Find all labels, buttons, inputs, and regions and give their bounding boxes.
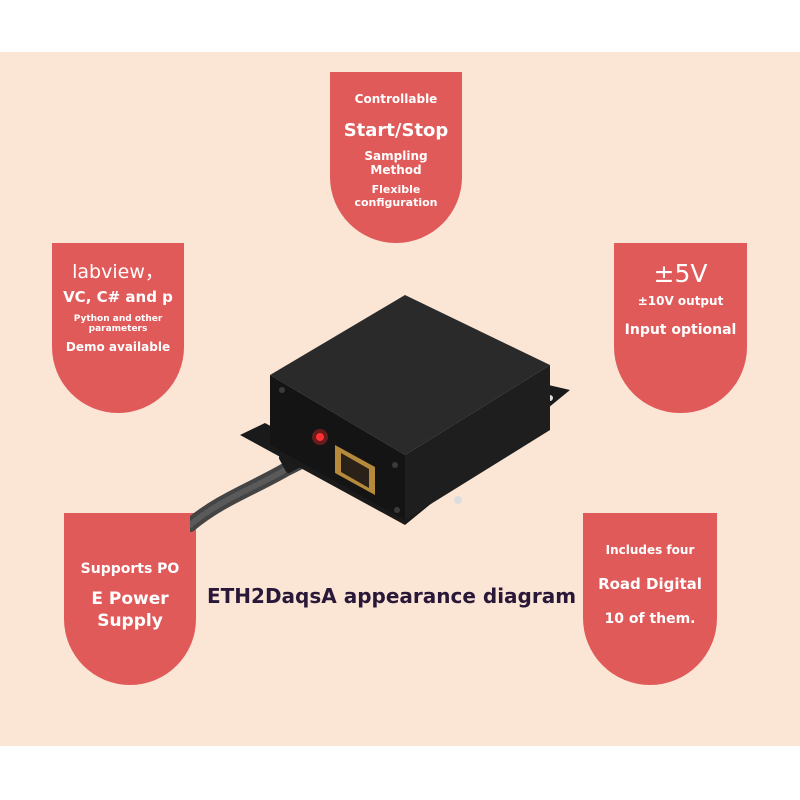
badge-line: Start/Stop xyxy=(343,120,449,141)
badge-line: ±5V xyxy=(653,259,708,288)
badge-line: Includes four xyxy=(605,543,695,557)
badge-line: configuration xyxy=(354,196,438,209)
daq-device-image xyxy=(183,295,580,559)
badge-line: 10 of them. xyxy=(604,611,696,627)
badge-software-support: labview， VC, C# and p Python and other p… xyxy=(52,243,184,413)
badge-voltage-range: ±5V ±10V output Input optional xyxy=(614,243,747,413)
badge-line: Sampling xyxy=(364,149,428,163)
badge-line: Controllable xyxy=(354,92,438,106)
badge-line: Python and other xyxy=(73,314,163,324)
badge-line: Method xyxy=(370,163,422,177)
badge-digital-io: Includes four Road Digital 10 of them. xyxy=(583,513,717,685)
badge-line: Supports PO xyxy=(80,561,180,577)
badge-line: E Power xyxy=(91,589,169,609)
badge-line: Demo available xyxy=(65,340,171,354)
badge-line: Supply xyxy=(97,611,163,631)
badge-line: VC, C# and p xyxy=(63,288,173,306)
caption-title: ETH2DaqsA appearance diagram xyxy=(207,584,577,608)
badge-line: Input optional xyxy=(624,322,737,338)
badge-line: ±10V output xyxy=(637,294,724,308)
badge-line: labview， xyxy=(72,261,164,283)
badge-line: parameters xyxy=(88,324,148,334)
badge-line: Road Digital xyxy=(598,575,702,593)
badge-poe-power: Supports PO E Power Supply xyxy=(64,513,196,685)
badge-line: Flexible xyxy=(371,183,421,196)
badge-controllable: Controllable Start/Stop Sampling Method … xyxy=(330,72,462,243)
